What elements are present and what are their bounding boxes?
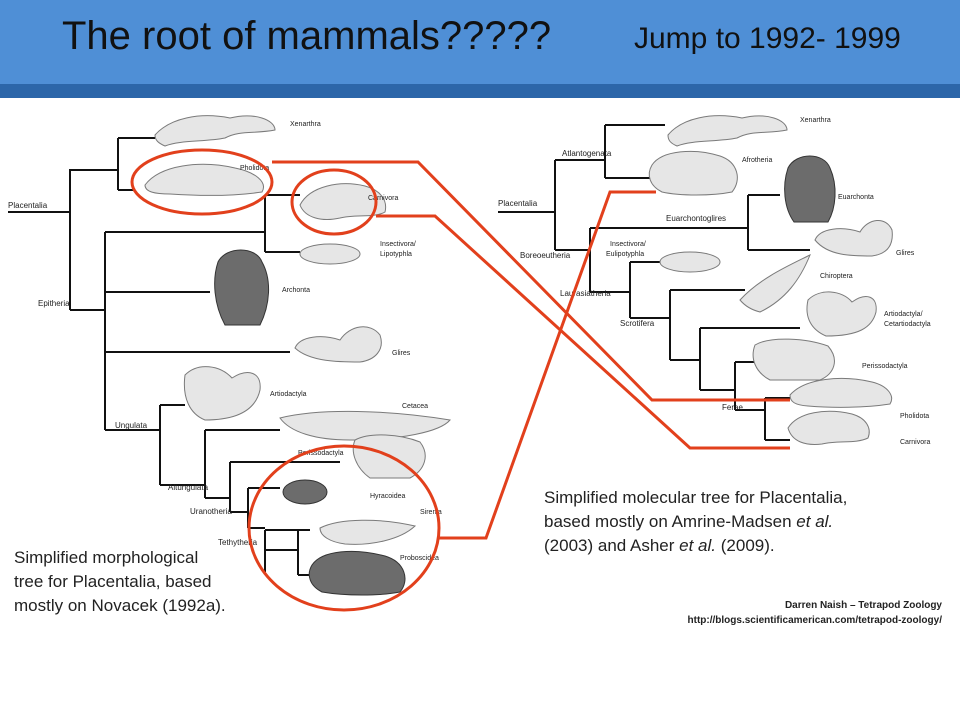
connector-pholidota [272,160,790,402]
mol-animals [648,115,893,445]
mol-caption-line-2: based mostly on Amrine-Madsen et al. [544,510,847,534]
label-proboscidea: Proboscidea [400,555,439,562]
molecular-tree [498,124,810,441]
label-afrotheria: Afrotheria [742,157,772,164]
mol-labels: Xenarthra Atlantogenata Afrotheria Place… [498,117,931,446]
label-ungulata: Ungulata [115,421,148,430]
label-altungulata: Altungulata [168,483,209,492]
label-lipotyphla-morph: Lipotyphla [380,251,412,258]
label-boreoeutheria: Boreoeutheria [520,251,571,260]
label-chiroptera: Chiroptera [820,273,853,280]
manatee-illustration [319,519,417,545]
label-insectivora-morph: Insectivora/ [380,241,416,248]
label-pholidota-morph: Pholidota [240,165,269,172]
anteater-illustration [154,115,276,147]
connector-carnivora [376,214,790,450]
highlight-pholidota-ellipse [130,148,274,216]
bat-illustration [739,253,811,313]
label-artiodactyla-morph: Artiodactyla [270,391,307,398]
jump-link[interactable]: Jump to 1992- 1999 [634,22,901,55]
mol-caption-line-2-text: based mostly on Amrine-Madsen [544,512,792,531]
mol-caption-etal-1: et al. [796,512,834,531]
morph-caption-line-1: Simplified morphological [14,548,199,567]
wildcat-illustration-mol [787,410,870,445]
highlight-overlay [130,148,790,612]
label-placentalia-mol: Placentalia [498,199,538,208]
morph-caption-line-2: tree for Placentalia, based [14,572,212,591]
label-carnivora-mol: Carnivora [900,439,930,446]
label-xenarthra-morph: Xenarthra [290,121,321,128]
label-archonta: Archonta [282,287,310,294]
slide-header [0,0,960,84]
anteater-illustration-mol [667,115,788,147]
label-eulipotyphla: Eulipotyphla [606,251,644,258]
highlight-carnivora-ellipse [290,168,378,236]
label-xenarthra-mol: Xenarthra [800,117,831,124]
label-artiodactyla-mol: Artiodactyla/ [884,311,923,318]
mol-caption-line-3: (2003) and Asher et al. (2009). [544,534,847,558]
morphological-tree [8,137,340,576]
label-epitheria: Epitheria [38,299,70,308]
morph-caption-line-3: mostly on Novacek (1992a). [14,596,226,615]
label-pholidota-mol: Pholidota [900,413,929,420]
label-laurasiatheria: Laurasiatheria [560,289,611,298]
label-tethytheria: Tethytheria [218,538,258,547]
slide-title: The root of mammals????? [62,14,552,58]
header-divider [0,84,960,98]
credit-url[interactable]: http://blogs.scientificamerican.com/tetr… [687,615,942,626]
label-glires-morph: Glires [392,350,411,357]
shrew-illustration [299,243,361,265]
camel-illustration-mol [806,291,877,337]
connector-afrotheria [438,190,656,540]
label-atlantogenata: Atlantogenata [562,149,612,158]
label-insectivora-mol: Insectivora/ [610,241,646,248]
label-hyracoidea: Hyracoidea [370,493,406,500]
label-sirenia: Sirenia [420,509,442,516]
camel-illustration [183,366,261,421]
label-cetacea: Cetacea [402,403,428,410]
rhino-illustration-mol [752,338,835,381]
label-carnivora-morph: Carnivora [368,195,398,202]
highlight-tethytheria-ellipse [247,444,441,612]
label-scrotifera: Scrotifera [620,319,655,328]
mol-caption-etal-2: et al. [679,536,717,555]
gorilla-illustration [214,249,270,326]
mol-caption-line-3-end: (2009). [720,536,775,555]
mol-caption-line-3-text: (2003) and Asher [544,536,675,555]
label-euarchontoglires: Euarchontoglires [666,214,726,223]
credit-author: Darren Naish – Tetrapod Zoology [784,600,942,611]
credit-block: Darren Naish – Tetrapod Zoology http://b… [640,598,942,628]
morph-caption: Simplified morphological tree for Placen… [14,546,226,618]
morph-labels: Placentalia Xenarthra Pholidota Carnivor… [8,121,442,562]
gorilla-illustration-mol [784,155,836,223]
squirrel-illustration [294,326,382,363]
whale-illustration [279,410,451,441]
hyrax-illustration [282,479,328,505]
pangolin-illustration [144,163,264,196]
label-glires-mol: Glires [896,250,915,257]
label-ferae: Ferae [722,403,743,412]
mammoth-illustration-mol [648,150,738,196]
mol-caption: Simplified molecular tree for Placentali… [544,486,847,558]
label-perissodactyla-mol: Perissodactyla [862,363,908,370]
label-cetartiodactyla: Cetartiodactyla [884,321,931,328]
wildcat-illustration [299,183,387,220]
label-placentalia-morph: Placentalia [8,201,48,210]
morph-animals [144,115,451,596]
label-uranotheria: Uranotheria [190,507,232,516]
phylogeny-diagram: Placentalia Xenarthra Pholidota Carnivor… [8,115,931,612]
mammoth-illustration [308,550,406,596]
shrew-illustration-mol [659,251,721,273]
label-perissodactyla-morph: Perissodactyla [298,450,344,457]
squirrel-illustration-mol [814,220,893,257]
mol-caption-line-1: Simplified molecular tree for Placentali… [544,488,848,507]
pangolin-illustration-mol [789,378,893,408]
label-euarchonta: Euarchonta [838,194,874,201]
